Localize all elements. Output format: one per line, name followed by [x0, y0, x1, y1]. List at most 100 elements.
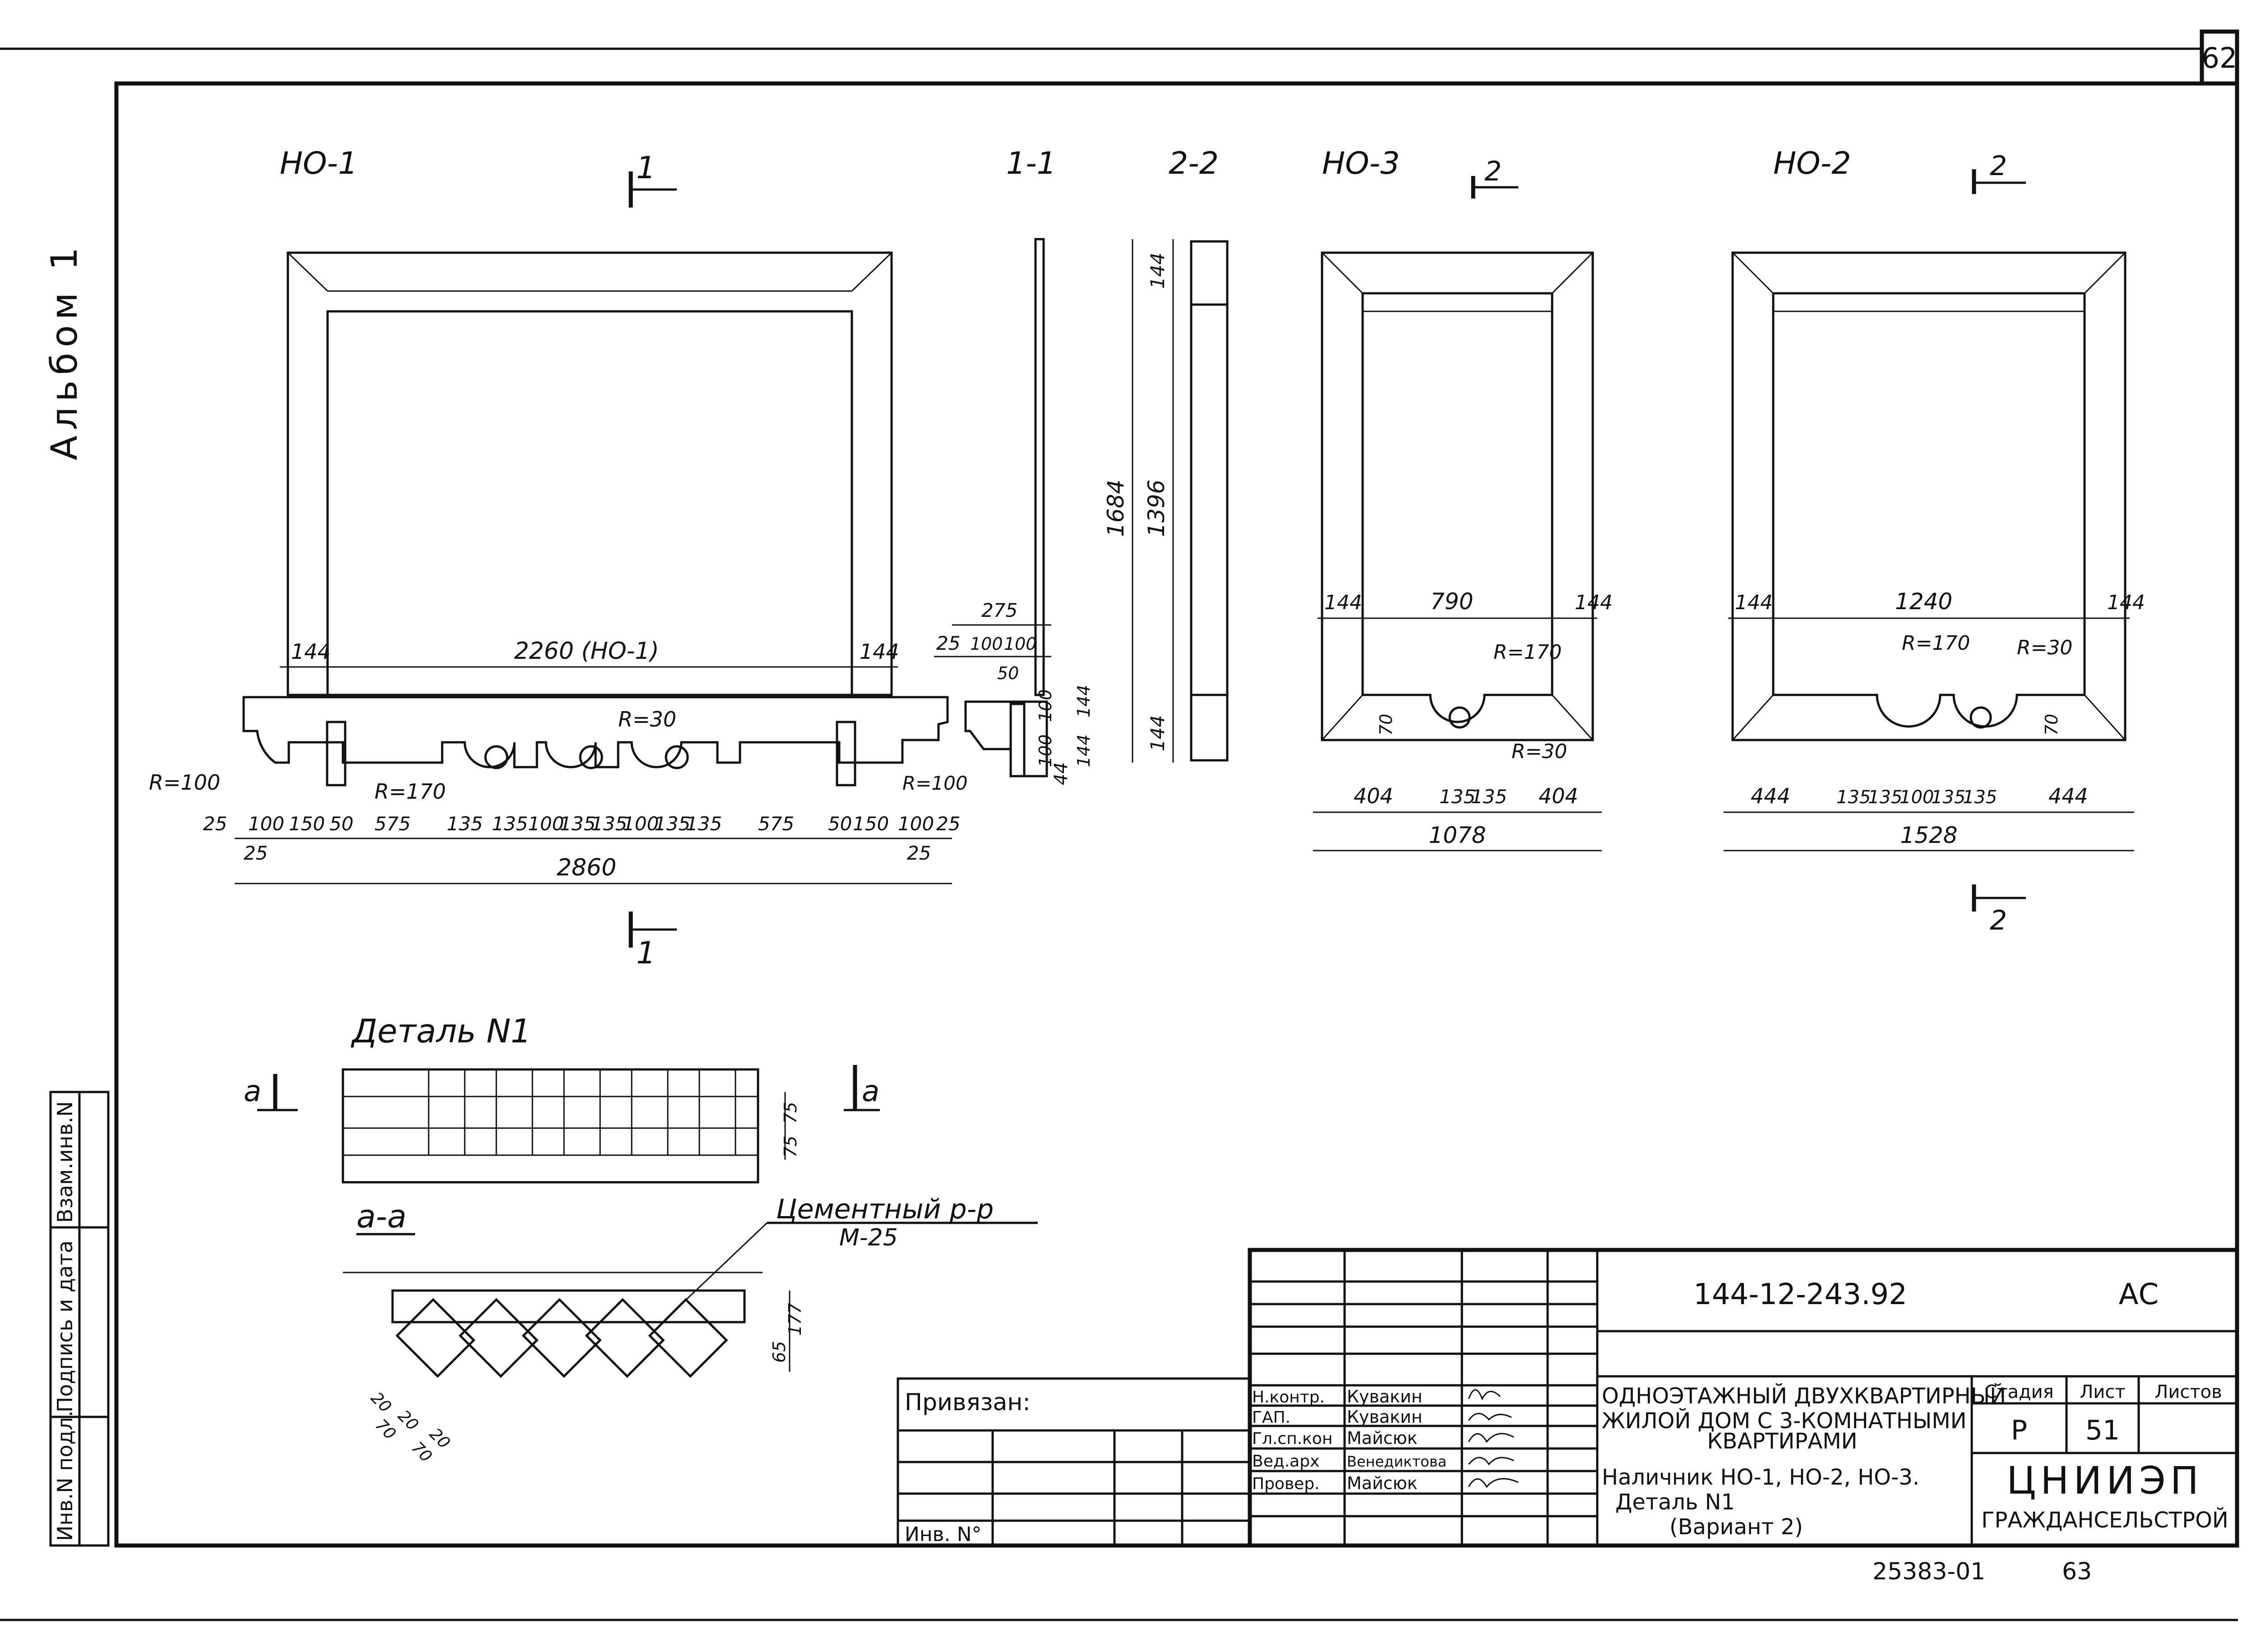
sheet-number: 51 [2085, 1415, 2120, 1446]
title-block: 144-12-243.92 АС ОДНОЭТАЖНЫЙ ДВУХКВАРТИР… [897, 1248, 2239, 1548]
no2-total: 1528 [1900, 822, 1957, 848]
no1-chain-4: 575 [374, 813, 411, 835]
org-name-1: ЦНИИЭП [2006, 1458, 2203, 1503]
no3-side-left: 144 [1324, 591, 1362, 614]
no1-title: НО-1 [280, 146, 357, 181]
sheet-title-2: Деталь N1 [1615, 1490, 1735, 1515]
no1-hole-3 [665, 745, 689, 769]
role-3: Гл.сп.кон [1252, 1430, 1333, 1448]
no3-h70: 70 [1376, 714, 1396, 736]
no2-chain-3: 100 [1900, 787, 1934, 808]
no1-r-30: R=30 [618, 707, 676, 731]
sec11-d100a: 100 [970, 634, 1003, 654]
no2-inner-dim: 1240 [1895, 588, 1952, 615]
cut-1-top-label: 1 [636, 150, 656, 186]
no3-cut-label: 2 [1484, 156, 1502, 187]
role-1: Н.контр. [1252, 1388, 1325, 1407]
signature-1 [1468, 1389, 1501, 1401]
no1-bracket-left [326, 721, 347, 787]
no2-chain-0: 444 [1751, 784, 1790, 808]
sec22-head-hatch [1190, 240, 1229, 306]
detail-hatch-1 [428, 1069, 466, 1156]
detail-hatch-2 [495, 1069, 533, 1156]
no2-title: НО-2 [1773, 146, 1851, 181]
album-label: Альбом 1 [43, 242, 85, 460]
detail-d75a: 75 [781, 1102, 800, 1124]
role-4: Вед.арх [1252, 1452, 1319, 1471]
no1-chain-12: 135 [686, 813, 722, 835]
view-no1: НО-1 1 144 2260 (НО-1) 144 R=100 R=170 R… [149, 146, 960, 971]
no1-outer [287, 251, 893, 696]
no3-hole [1448, 706, 1471, 729]
stage-header: Стадия [1984, 1382, 2053, 1402]
project-title-2: ЖИЛОЙ ДОМ С 3-КОМНАТНЫМИ [1602, 1408, 1967, 1434]
no1-r-left: R=100 [149, 770, 220, 795]
sheet-code: 25383-01 [1872, 1558, 1985, 1585]
aa-brick-3 [522, 1298, 602, 1378]
no1-chain-2: 150 [289, 813, 325, 835]
sec22-d144top: 144 [1146, 253, 1169, 289]
no1-chain-edge-left: 25 [244, 842, 268, 864]
section-2-2: 2-2 144 1684 1396 144 [1103, 146, 1229, 763]
sec11-d144v2: 144 [1074, 685, 1094, 717]
no1-total: 2860 [557, 854, 616, 881]
sec22-d1684: 1684 [1103, 480, 1129, 537]
name-2: Кувакин [1347, 1407, 1423, 1427]
no1-sill [242, 696, 949, 768]
mortar-label: Цементный р-р [776, 1194, 994, 1225]
sec11-r100: R=100 [902, 772, 968, 794]
no2-h70: 70 [2042, 714, 2062, 736]
signature-4 [1468, 1457, 1514, 1466]
detail-n1: Деталь N1 а а 75 75 [244, 1012, 880, 1184]
detail-hatch-4 [631, 1069, 669, 1156]
no3-miter-br [1551, 694, 1594, 741]
aa-d65: 65 [769, 1341, 789, 1363]
no3-side-right: 144 [1575, 591, 1613, 614]
no2-outer [1731, 251, 2127, 741]
no1-chain-11: 135 [654, 813, 690, 835]
no2-chain-6: 444 [2048, 784, 2088, 808]
sec11-d100b: 100 [1004, 634, 1037, 654]
no1-chain-7: 100 [528, 813, 564, 835]
no2-r170: R=170 [1902, 632, 1970, 655]
no2-chain-1: 135 [1836, 787, 1871, 808]
no2-chain-2: 135 [1868, 787, 1902, 808]
no1-chain-3: 50 [329, 813, 353, 835]
project-title-1: ОДНОЭТАЖНЫЙ ДВУХКВАРТИРНЫЙ [1602, 1383, 2006, 1409]
no3-title: НО-3 [1322, 146, 1400, 181]
no1-chain-13: 575 [758, 813, 794, 835]
no1-hole-1 [484, 745, 509, 769]
inner-frame [114, 81, 2239, 1548]
sheet-header: Лист [2080, 1382, 2125, 1402]
detail-body [342, 1068, 759, 1184]
side-label-1: Взам.инв.N [53, 1101, 77, 1223]
no3-chain-0: 404 [1354, 784, 1393, 808]
detail-cut-a-right: а [862, 1075, 879, 1108]
no1-chain-9: 135 [591, 813, 627, 835]
mortar-leader-arrow [676, 1222, 768, 1310]
no2-inner [1772, 292, 2086, 728]
no1-miter-left [287, 252, 328, 292]
sec11-bracket [1009, 703, 1026, 777]
sec11-d144v: 144 [1074, 734, 1094, 767]
view-no2: НО-2 2 144 1240 144 R=170 R=30 70 444 13… [1724, 146, 2145, 936]
no3-outer [1321, 251, 1594, 741]
section-22-title: 2-2 [1169, 146, 1219, 181]
detail-hatch-3 [563, 1069, 601, 1156]
aa-brick-4 [585, 1298, 665, 1378]
sheet-title-3: (Вариант 2) [1669, 1514, 1803, 1540]
no3-r30: R=30 [1512, 740, 1567, 763]
sec22-d1396: 1396 [1143, 480, 1170, 537]
detail-d75b: 75 [781, 1136, 800, 1157]
signature-3 [1468, 1433, 1514, 1443]
sheets-header: Листов [2154, 1382, 2222, 1402]
no3-chain-1: 135 [1439, 786, 1475, 808]
sheet-code-page: 63 [2062, 1558, 2092, 1585]
name-5: Майсюк [1347, 1473, 1418, 1493]
no2-miter-tl [1732, 252, 1774, 294]
no1-inner [326, 310, 853, 696]
no1-chain-edge-right: 25 [907, 842, 931, 864]
no3-chain-3: 404 [1539, 784, 1578, 808]
section-a-a: а-а Цементный р-р М-25 65 177 20 20 20 7… [343, 1194, 1038, 1466]
